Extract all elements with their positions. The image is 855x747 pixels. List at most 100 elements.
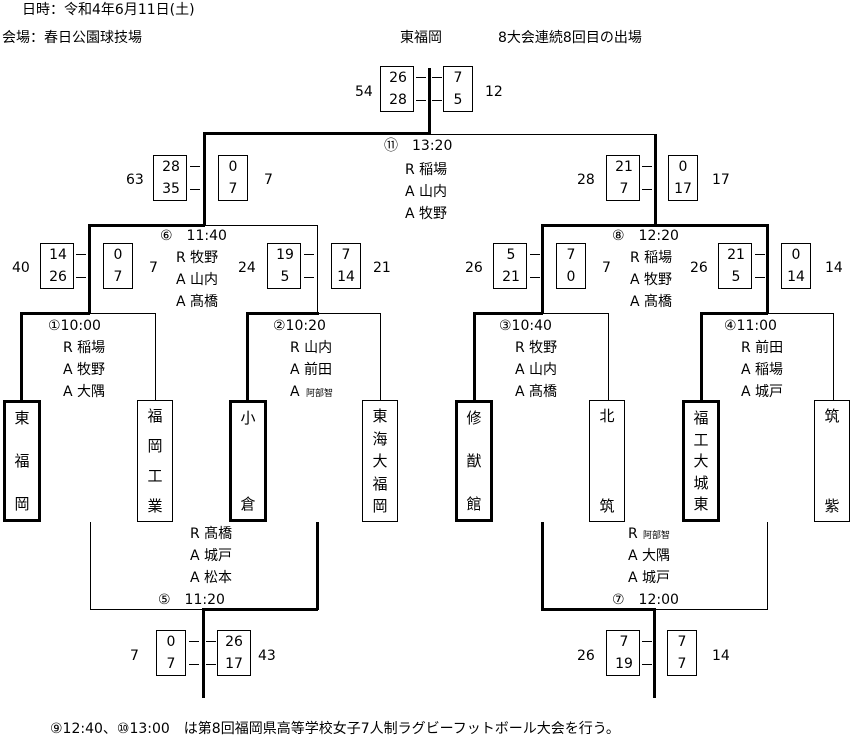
cons-left-left-score-1h: 0 bbox=[166, 634, 176, 650]
team-name-char: 福 bbox=[14, 452, 30, 470]
cons-left-right-total: 43 bbox=[258, 648, 276, 664]
qf4-bar-left bbox=[700, 312, 768, 315]
team-name-char: 福 bbox=[372, 474, 388, 493]
qf2-referee-3-prefix: A bbox=[290, 384, 300, 400]
qf2-bar-right bbox=[318, 313, 381, 314]
cons-right-referee-1-name: 阿部智 bbox=[643, 531, 671, 541]
cons-right-right-score-1h: 7 bbox=[677, 634, 687, 650]
sf-left-bar-left bbox=[88, 224, 205, 227]
cons-right-left-score-2h: 19 bbox=[615, 656, 633, 672]
qf4-left-score-box bbox=[718, 243, 752, 289]
cons-right-bar-left bbox=[541, 608, 656, 611]
cons-right-match-label: ⑦ 12:00 bbox=[612, 592, 679, 608]
team-6: 北筑 bbox=[589, 400, 625, 522]
qf4-right-score-box bbox=[781, 243, 811, 289]
sf-left-right-score-box bbox=[218, 155, 248, 201]
qf3-right-score-box bbox=[556, 243, 586, 289]
sf-left-left-score-box bbox=[153, 155, 187, 201]
qf1-bar-left bbox=[20, 312, 90, 315]
sf-left-referee-3: A 髙橋 bbox=[176, 294, 219, 310]
qf4-referee-2: A 稲場 bbox=[741, 362, 784, 378]
final-referee-2: A 山内 bbox=[405, 184, 448, 200]
cons-left-referee-2: A 城戸 bbox=[190, 548, 233, 564]
final-left-score-1h: 26 bbox=[389, 70, 407, 86]
team-3: 小倉 bbox=[229, 400, 267, 522]
sf-right-referee-3: A 髙橋 bbox=[630, 294, 673, 310]
qf1-dash-2 bbox=[76, 277, 86, 278]
cons-left-left-total: 7 bbox=[130, 648, 139, 664]
sf-left-dash-1 bbox=[190, 166, 200, 167]
final-winner-line bbox=[428, 68, 431, 134]
sf-left-left-score-1h: 28 bbox=[162, 159, 180, 175]
team-4: 東海大福岡 bbox=[362, 400, 398, 522]
cons-left-referee-3: A 松本 bbox=[190, 570, 233, 586]
cons-right-right-score-box bbox=[667, 630, 697, 676]
cons-left-left-leg bbox=[90, 522, 91, 610]
appearance-note: 8大会連続8回目の出場 bbox=[498, 30, 642, 46]
cons-left-right-score-1h: 26 bbox=[225, 634, 243, 650]
cons-right-right-score-2h: 7 bbox=[677, 656, 687, 672]
venue-label: 会場：春日公園球技場 bbox=[2, 30, 142, 46]
footer-note: ⑨12:40、⑩13:00 は第8回福岡県高等学校女子7人制ラグビーフットボール… bbox=[50, 721, 620, 737]
qf4-right-leg bbox=[833, 313, 834, 402]
final-match-label: ⑪ 13:20 bbox=[384, 138, 453, 154]
cons-left-bar-right bbox=[202, 608, 318, 611]
cons-left-left-score-box bbox=[156, 630, 186, 676]
qf2-left-total: 24 bbox=[238, 260, 256, 276]
sf-left-referee-2: A 山内 bbox=[176, 272, 219, 288]
team-name-char: 筑 bbox=[599, 497, 615, 515]
qf3-left-score-box bbox=[493, 243, 527, 289]
cons-right-winner-line bbox=[653, 608, 656, 698]
team-name-char: 城 bbox=[693, 473, 709, 492]
qf4-referee-3: A 城戸 bbox=[741, 384, 784, 400]
qf1-referee-1: R 稲場 bbox=[63, 340, 106, 356]
cons-left-dash-1 bbox=[189, 641, 199, 642]
cons-left-right-score-box bbox=[217, 630, 251, 676]
qf4-match-label: ④11:00 bbox=[724, 318, 777, 334]
qf1-left-leg bbox=[20, 312, 23, 402]
sf-right-bar-right bbox=[655, 224, 768, 227]
qf3-right-leg bbox=[608, 313, 609, 402]
sf-left-match-label: ⑥ 11:40 bbox=[160, 228, 227, 244]
sf-right-left-total: 28 bbox=[577, 172, 595, 188]
qf3-left-score-2h: 21 bbox=[502, 269, 520, 285]
cons-left-winner-line bbox=[202, 608, 205, 698]
final-dash-4 bbox=[432, 100, 442, 101]
final-dash-2 bbox=[416, 100, 426, 101]
qf1-match-label: ①10:00 bbox=[48, 318, 101, 334]
qf4-referee-1: R 前田 bbox=[741, 340, 784, 356]
qf2-referee-1: R 山内 bbox=[290, 340, 333, 356]
qf1-right-score-2h: 7 bbox=[113, 269, 123, 285]
team-name-char: 猷 bbox=[466, 452, 482, 470]
qf2-winner-line bbox=[317, 225, 318, 314]
team-8: 筑紫 bbox=[814, 400, 850, 522]
final-dash-3 bbox=[432, 77, 442, 78]
qf1-left-total: 40 bbox=[12, 260, 30, 276]
qf3-left-total: 26 bbox=[465, 260, 483, 276]
final-right-score-1h: 7 bbox=[453, 70, 463, 86]
qf3-match-label: ③10:40 bbox=[499, 318, 552, 334]
cons-left-right-leg bbox=[316, 522, 319, 610]
qf3-dash-1 bbox=[530, 254, 540, 255]
final-referee-3: A 牧野 bbox=[405, 206, 448, 222]
sf-right-right-score-1h: 0 bbox=[678, 159, 688, 175]
sf-left-bar-right bbox=[205, 225, 318, 226]
sf-left-left-score-2h: 35 bbox=[162, 181, 180, 197]
qf2-right-score-1h: 7 bbox=[341, 247, 351, 263]
qf4-dash-2 bbox=[755, 277, 765, 278]
sf-right-dash-1 bbox=[642, 166, 652, 167]
sf-right-bar-left bbox=[542, 224, 656, 227]
qf3-referee-3: A 髙橋 bbox=[515, 384, 558, 400]
cons-left-left-score-2h: 7 bbox=[166, 656, 176, 672]
qf2-right-leg bbox=[380, 313, 381, 402]
qf1-left-score-2h: 26 bbox=[49, 269, 67, 285]
qf2-right-score-2h: 14 bbox=[337, 269, 355, 285]
cons-right-bar-right bbox=[655, 609, 767, 610]
sf-right-left-score-box bbox=[606, 155, 640, 201]
cons-right-dash-1 bbox=[642, 641, 652, 642]
qf2-referee-3-name: 阿部智 bbox=[306, 389, 334, 399]
qf3-dash-2 bbox=[530, 277, 540, 278]
qf2-dash-2 bbox=[304, 277, 314, 278]
qf3-left-score-1h: 5 bbox=[506, 247, 516, 263]
team-name-char: 修 bbox=[466, 409, 482, 427]
